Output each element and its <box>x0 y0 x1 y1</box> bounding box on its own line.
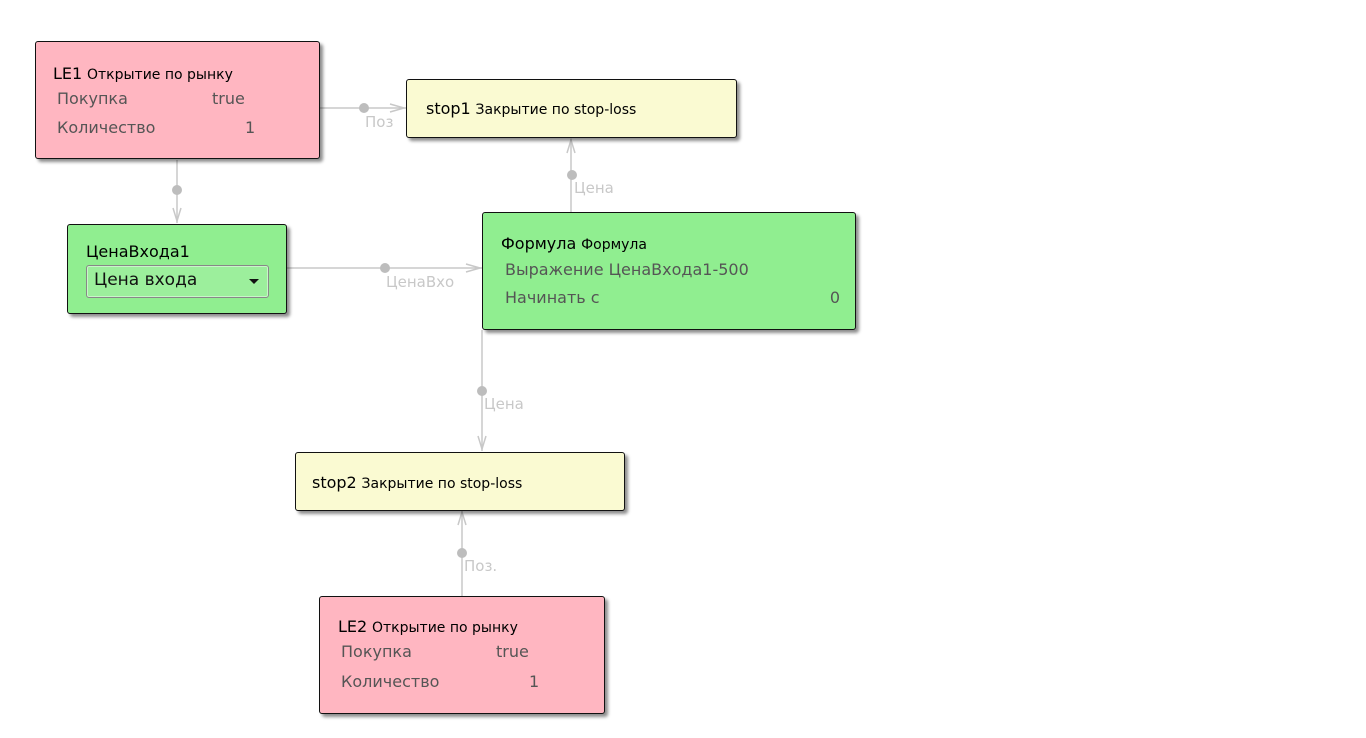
arrowhead-stop1-bottom <box>566 137 576 154</box>
node-le2[interactable]: LE2 Открытие по рынку Покупка true Колич… <box>319 596 605 714</box>
node-name: stop2 <box>312 473 357 492</box>
wire-dot-le1-stop1 <box>359 103 369 113</box>
arrowhead-entry-top <box>172 207 182 224</box>
node-title: stop1 Закрытие по stop-loss <box>426 99 636 118</box>
arrowhead-stop2-top <box>477 435 487 452</box>
property-value[interactable]: true <box>496 642 529 661</box>
property-label: Количество <box>341 672 440 691</box>
dropdown-value: Цена входа <box>94 270 198 290</box>
node-type: Закрытие по stop-loss <box>361 476 523 492</box>
property-row-start-from[interactable]: Начинать с 0 <box>505 288 840 307</box>
property-label: Покупка <box>341 642 412 661</box>
property-row-buy[interactable]: Покупка true <box>57 89 307 108</box>
wire-dot-entry-formula <box>380 263 390 273</box>
node-type: Закрытие по stop-loss <box>475 102 637 118</box>
property-row-quantity[interactable]: Количество 1 <box>57 118 307 137</box>
node-title: ЦенаВхода1 <box>86 242 190 261</box>
chevron-down-icon[interactable] <box>249 279 259 284</box>
wire-dot-formula-stop2 <box>477 386 487 396</box>
node-type: Формула <box>581 237 647 253</box>
node-name: Формула <box>501 234 577 253</box>
node-name: ЦенаВхода1 <box>86 242 190 261</box>
wire-dot-le1-entry <box>172 185 182 195</box>
property-label: Покупка <box>57 89 128 108</box>
entry-price-dropdown[interactable]: Цена входа <box>86 265 269 298</box>
wire-dot-le2-stop2 <box>457 548 467 558</box>
wire-label-le1-stop1: Поз <box>365 113 394 131</box>
property-value[interactable]: 1 <box>245 118 256 137</box>
property-value[interactable]: 0 <box>829 288 840 307</box>
node-name: LE2 <box>338 617 368 636</box>
property-row-quantity[interactable]: Количество 1 <box>341 672 591 691</box>
node-title: LE2 Открытие по рынку <box>338 617 518 636</box>
node-name: LE1 <box>53 64 83 83</box>
property-value[interactable]: ЦенаВхода1-500 <box>608 260 749 279</box>
property-label: Количество <box>57 118 156 137</box>
wire-label-formula-stop1: Цена <box>574 179 614 197</box>
node-title: stop2 Закрытие по stop-loss <box>312 473 522 492</box>
node-type: Открытие по рынку <box>86 67 233 83</box>
node-stop2[interactable]: stop2 Закрытие по stop-loss <box>295 452 625 511</box>
arrowhead-stop1-left <box>389 103 407 113</box>
wire-label-entry-formula: ЦенаВхо <box>386 273 455 291</box>
node-title: Формула Формула <box>501 234 647 253</box>
wire-label-le2-stop2: Поз. <box>464 557 498 575</box>
property-row-expression[interactable]: Выражение ЦенаВхода1-500 <box>505 260 840 279</box>
property-value[interactable]: true <box>212 89 245 108</box>
wire-label-formula-stop2: Цена <box>484 395 524 413</box>
node-formula[interactable]: Формула Формула Выражение ЦенаВхода1-500… <box>482 212 856 330</box>
property-row-buy[interactable]: Покупка true <box>341 642 591 661</box>
property-label: Выражение <box>505 260 604 279</box>
arrowhead-formula-left <box>465 263 483 273</box>
node-le1[interactable]: LE1 Открытие по рынку Покупка true Колич… <box>35 41 320 159</box>
property-value[interactable]: 1 <box>529 672 540 691</box>
arrowhead-stop2-bottom <box>457 509 467 526</box>
node-type: Открытие по рынку <box>371 620 518 636</box>
property-label: Начинать с <box>505 288 600 307</box>
node-title: LE1 Открытие по рынку <box>53 64 233 83</box>
node-entry-price[interactable]: ЦенаВхода1 Цена входа <box>67 224 287 314</box>
node-stop1[interactable]: stop1 Закрытие по stop-loss <box>406 79 737 138</box>
wire-dot-formula-stop1 <box>567 170 577 180</box>
node-name: stop1 <box>426 99 471 118</box>
